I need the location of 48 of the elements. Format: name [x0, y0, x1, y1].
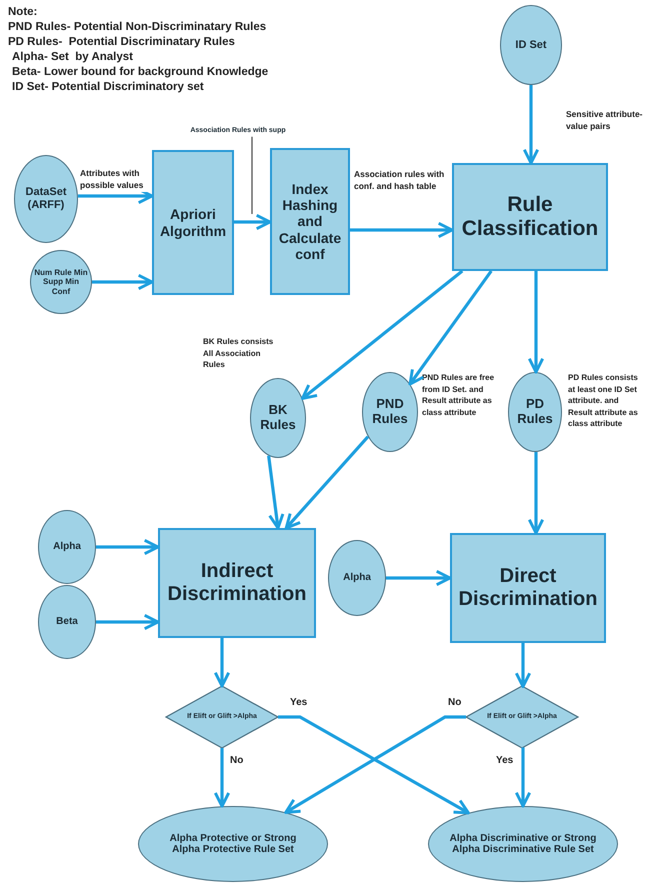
- arrow: [522, 85, 540, 164]
- node-note: PD Rules consists at least one ID Set attribute. and Result attribute as class attribute: [568, 372, 639, 430]
- arrow: [214, 748, 230, 808]
- process-box: [152, 150, 234, 295]
- node-note: BK Rules consists All Association Rules: [203, 336, 274, 371]
- node-label: Alpha Protective or Strong Alpha Protective Rule Set: [168, 832, 298, 856]
- arrow: [284, 436, 370, 530]
- node-label: DataSet (ARFF): [24, 186, 68, 212]
- node-label: PD Rules: [516, 397, 554, 427]
- arrow: [214, 638, 230, 688]
- node-label: Alpha: [343, 572, 371, 584]
- arrow: [300, 270, 464, 400]
- note-text: PND Rules- Potential Non-Discriminatary Rules: [8, 21, 266, 35]
- process-box: [270, 148, 350, 295]
- arrow: [514, 643, 532, 688]
- process-box: [452, 163, 608, 271]
- arrow: [96, 538, 160, 556]
- arrow: [234, 214, 272, 230]
- arrow: [267, 456, 284, 530]
- node-label: BK Rules: [259, 403, 297, 433]
- arrow: [528, 452, 544, 534]
- arrow: [408, 270, 493, 386]
- arrow: [350, 222, 454, 238]
- node-label: Beta: [56, 616, 78, 628]
- node-label: Num Rule Min Supp Min Conf: [34, 268, 88, 296]
- note-text: Beta- Lower bound for background Knowledge: [12, 66, 268, 80]
- arrow: [514, 747, 532, 808]
- arrow: [92, 274, 154, 290]
- node-label: ID Set: [515, 38, 547, 52]
- node-label: Indirect Discrimination: [166, 560, 308, 606]
- input-ellipse: [362, 372, 418, 452]
- node-note: PND Rules are free from ID Set. and Result attribute as class attribute: [422, 372, 496, 418]
- node-label: Rule Classification: [460, 192, 600, 242]
- arrow: [96, 614, 160, 630]
- note-text: ID Set- Potential Discriminatory set: [12, 81, 204, 95]
- arrow: [528, 271, 544, 374]
- node-label: Direct Discrimination: [458, 565, 598, 611]
- arrow: [386, 570, 452, 586]
- note-text: PD Rules- Potential Discriminatary Rules: [8, 36, 235, 50]
- note-text: Alpha- Set by Analyst: [12, 51, 133, 65]
- node-label: Apriori Algorithm: [158, 206, 228, 239]
- process-box: [450, 533, 606, 643]
- node-label: Alpha Discriminative or Strong Alpha Discriminative Rule Set: [448, 832, 598, 856]
- note-text: Note:: [8, 6, 38, 20]
- node-label: PND Rules: [371, 397, 409, 427]
- process-box: [158, 528, 316, 638]
- node-label: Alpha: [53, 541, 81, 553]
- node-label: Index Hashing and Calculate conf: [278, 181, 342, 262]
